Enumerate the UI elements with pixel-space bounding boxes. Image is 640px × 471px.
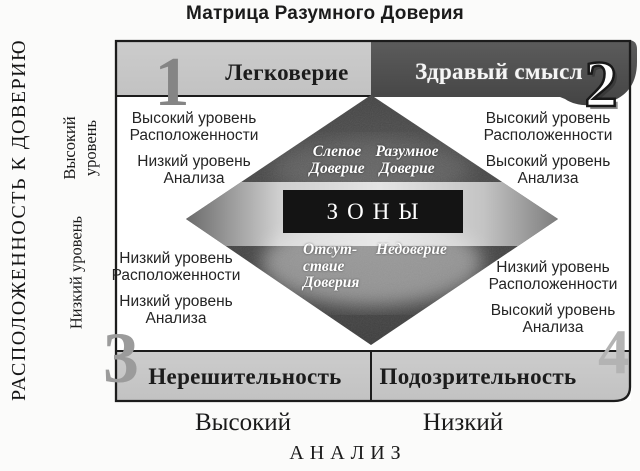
zone-no-trust-line3: Доверия [303, 274, 360, 291]
zone-no-trust-line2: ствие [303, 257, 345, 275]
top-right-header-ribbon [371, 40, 637, 106]
quadrant3-line3: Низкий уровень [119, 293, 233, 310]
figure-title: Матрица Разумного Доверия [186, 3, 464, 24]
quadrant2-line2: Расположенности [483, 127, 613, 144]
zone-no-trust-line1: Отсут- [303, 241, 358, 258]
top-left-header-band [116, 41, 371, 96]
quadrant3-line2: Расположенности [111, 267, 241, 284]
quadrant1-line2: Расположенности [129, 127, 259, 144]
quadrant3-description: Низкий уровень Расположенности Низкий ур… [112, 250, 241, 336]
quadrant1-numeral: 1 [154, 44, 190, 121]
quadrant4-line4: Анализа [522, 319, 584, 336]
bottom-header-band [116, 351, 630, 401]
zones-band-label: ЗОНЫ [326, 199, 428, 224]
zone-blind-trust-line1: Слепое [312, 143, 362, 160]
quadrant3-line4: Анализа [145, 310, 207, 327]
quadrant4-line3: Высокий уровень [490, 302, 616, 319]
x-axis-high-label: Высокий [195, 409, 291, 436]
quadrant4-numeral: 4 [598, 316, 630, 387]
quadrant1-header: Легковерие [225, 60, 349, 85]
quadrant1-line4: Анализа [163, 170, 225, 187]
quadrant3-header: Нерешительность [148, 364, 342, 389]
quadrant2-line4: Анализа [517, 170, 579, 187]
zone-no-trust: Отсут- ствие Доверия [303, 241, 360, 292]
quadrant3-numeral: 3 [103, 318, 139, 398]
zone-blind-trust-line2: Доверие [309, 159, 365, 177]
zone-smart-trust-line2: Доверие [379, 159, 435, 177]
zone-smart-trust-line1: Разумное [375, 143, 439, 160]
zone-smart-trust: Разумное Доверие [375, 143, 439, 177]
x-axis-label: АНАЛИЗ [289, 442, 407, 464]
quadrant2-line3: Высокий уровень [485, 153, 611, 170]
x-axis-low-label: Низкий [422, 409, 504, 436]
quadrant1-line1: Высокий уровень [131, 110, 257, 127]
quadrant1-line3: Низкий уровень [137, 153, 251, 170]
matrix-border [114, 39, 632, 403]
quadrant3-line1: Низкий уровень [119, 250, 233, 267]
quadrant2-numeral: 2 [583, 48, 619, 121]
quadrant2-description: Высокий уровень Расположенности Высокий … [484, 110, 613, 196]
quadrant4-line2: Расположенности [488, 276, 618, 293]
quadrant2-header: Здравый смысл [415, 59, 583, 84]
quadrant4-header: Подозрительность [379, 364, 577, 389]
quadrant2-line1: Высокий уровень [485, 110, 611, 127]
zone-blind-trust: Слепое Доверие [309, 143, 365, 177]
quadrant4-line1: Низкий уровень [496, 259, 610, 276]
quadrant1-description: Высокий уровень Расположенности Низкий у… [130, 110, 259, 196]
quadrant4-description: Низкий уровень Расположенности Высокий у… [489, 259, 618, 345]
zone-distrust: Недоверие [376, 241, 447, 258]
